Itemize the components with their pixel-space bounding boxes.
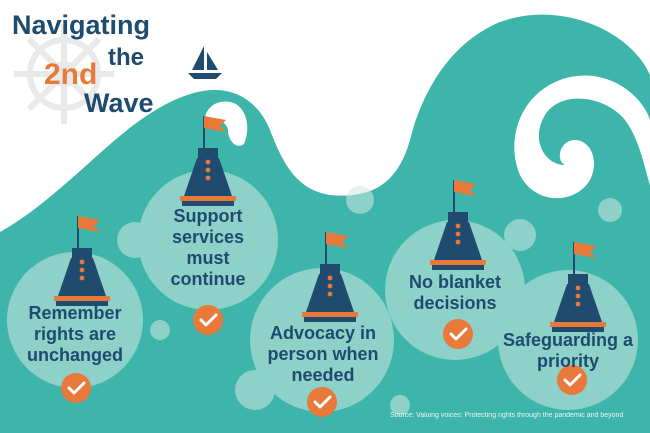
title-line-3: 2nd [44,58,98,91]
check-badge-icon [443,319,473,349]
sailboat-icon [188,46,222,79]
point-safeguarding: Safeguarding a priority [502,330,634,371]
point-advocacy: Advocacy in person when needed [267,323,379,385]
buoy-icon [302,232,358,322]
check-badge-icon [557,365,587,395]
buoy-icon [180,116,236,206]
buoy-icon [430,180,486,270]
point-remember-rights: Remember rights are unchanged [26,303,123,365]
ship-wheel-icon [14,24,114,124]
bubbles [7,170,638,415]
buoy-icon [54,216,110,306]
check-badge-icon [193,305,223,335]
title-line-1: Navigating [12,10,151,40]
source-caption: Source: Valuing voices: Protecting right… [390,412,624,419]
title-line-2: the [108,44,144,71]
title-line-4: Wave [84,88,154,118]
check-badge-icon [307,387,337,417]
wave-curl-right [514,75,650,199]
point-no-blanket: No blanket decisions [408,272,501,313]
wave-curl-left [205,101,248,146]
buoy-icon [550,242,606,332]
check-badge-icon [61,373,91,403]
point-support-services: Support services must continue [170,206,246,289]
